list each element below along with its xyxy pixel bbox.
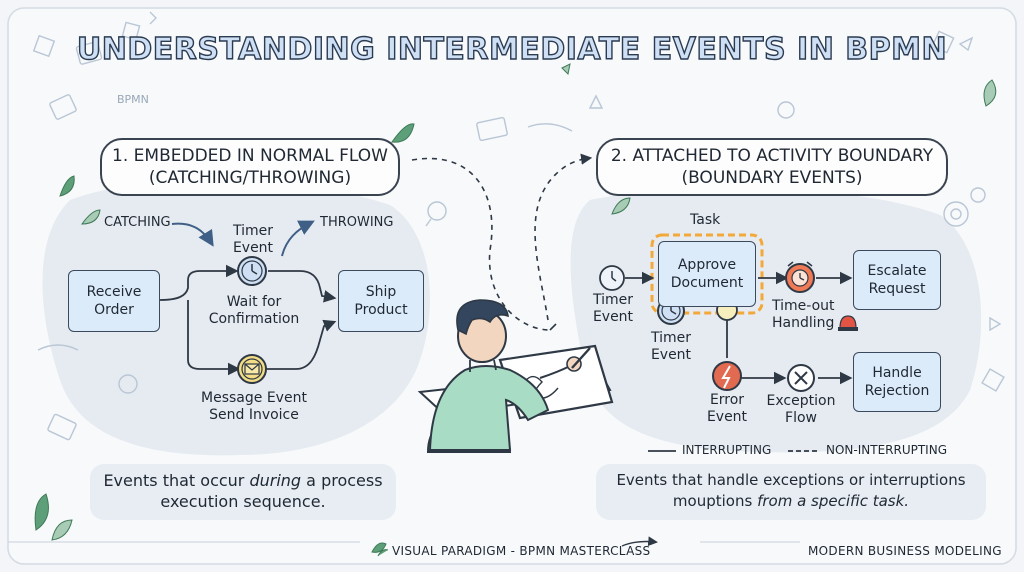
footer-left: VISUAL PARADIGM - BPMN MASTERCLASS xyxy=(392,544,651,558)
approve-document-label: Approve Document xyxy=(670,257,744,291)
summary-text: a process xyxy=(301,471,383,490)
timeout-line2: Handling xyxy=(772,315,835,331)
section1-heading-line1: 1. EMBEDDED IN NORMAL FLOW xyxy=(112,146,388,166)
summary-emphasis: from a specific task. xyxy=(757,492,910,510)
dashed-connector-left xyxy=(411,157,551,331)
handle-rejection-label: Handle Rejection xyxy=(864,365,930,399)
section2-summary-line2: mouptions from a specific task. xyxy=(596,491,986,512)
legend-non-interrupting-label: NON-INTERRUPTING xyxy=(826,443,947,457)
section1-summary: Events that occur during a process execu… xyxy=(90,464,396,520)
ship-product-label: Ship Product xyxy=(354,284,408,318)
exception-flow-icon xyxy=(787,364,815,392)
section2-summary-line1: Events that handle exceptions or interru… xyxy=(616,471,966,489)
section1-heading-line2: (CATCHING/THROWING) xyxy=(148,168,352,188)
section2-heading-line2: (BOUNDARY EVENTS) xyxy=(681,168,863,188)
wait-confirmation-label: Wait for Confirmation xyxy=(202,294,306,328)
escalate-request-label: Escalate Request xyxy=(867,263,927,297)
summary-text: Events that occur xyxy=(103,471,250,490)
message-event-label: Message Event Send Invoice xyxy=(196,390,312,424)
timer-start-line1: Timer xyxy=(592,292,634,308)
approve-document-task[interactable]: Approve Document xyxy=(658,241,756,307)
section1-flow-lines xyxy=(159,264,337,376)
footer-leaf-icon xyxy=(371,542,389,557)
footer-arrow-icon xyxy=(621,536,658,547)
section2-heading: 2. ATTACHED TO ACTIVITY BOUNDARY (BOUNDA… xyxy=(596,138,948,196)
wait-label-line2: Confirmation xyxy=(208,311,300,327)
error-event-label: Error Event xyxy=(700,392,754,426)
leaf-decorations xyxy=(34,63,997,541)
section1-summary-line2: execution sequence. xyxy=(160,492,326,511)
timer-event-icon xyxy=(237,256,267,286)
task-label: Task xyxy=(690,212,721,228)
leaf-icon xyxy=(983,79,997,107)
leaf-icon xyxy=(391,123,415,143)
exception-flow-label: Exception Flow xyxy=(766,393,836,427)
leaf-icon xyxy=(59,175,75,197)
wait-label-line1: Wait for xyxy=(226,294,282,310)
leaf-icon xyxy=(81,209,101,225)
person-illustration xyxy=(417,299,614,453)
timeout-line1: Time-out xyxy=(772,298,835,314)
leaf-icon xyxy=(34,493,49,531)
section1-summary-line1: Events that occur during a process xyxy=(90,470,396,491)
receive-order-label: Receive Order xyxy=(86,284,142,318)
ship-product-task[interactable]: Ship Product xyxy=(338,270,424,332)
page-title: UNDERSTANDING INTERMEDIATE EVENTS IN BPM… xyxy=(76,31,948,67)
siren-icon xyxy=(838,315,858,331)
boundary-timer-label: Timer Event xyxy=(646,330,696,364)
boundary-timer-line1: Timer xyxy=(650,330,692,346)
connector-tip xyxy=(549,323,557,331)
leaf-icon xyxy=(561,63,571,76)
footer-right: MODERN BUSINESS MODELING xyxy=(808,544,1002,558)
timer-start-event-label: Timer Event xyxy=(588,292,638,326)
throwing-label: THROWING xyxy=(320,215,394,230)
timeout-handling-label: Time-out Handling xyxy=(772,298,835,332)
exception-line2: Flow xyxy=(785,410,817,426)
dashed-connector-right xyxy=(534,153,593,321)
bpmn-watermark: BPMN xyxy=(117,93,149,106)
exception-line1: Exception xyxy=(766,393,836,409)
leaf-icon xyxy=(611,197,631,215)
left-blob xyxy=(42,179,430,456)
catching-label: CATCHING xyxy=(104,215,171,230)
message-label-line1: Message Event xyxy=(201,390,307,406)
timer-event-label: Timer Event xyxy=(222,223,284,257)
escalate-request-task[interactable]: Escalate Request xyxy=(853,250,941,310)
section2-summary: Events that handle exceptions or interru… xyxy=(596,464,986,520)
error-event-icon xyxy=(712,361,742,391)
leaf-icon xyxy=(51,519,73,541)
error-line1: Error xyxy=(709,392,745,408)
timer-start-line2: Event xyxy=(592,309,634,325)
timer-start-event-icon xyxy=(599,265,625,291)
catching-arrow xyxy=(171,222,214,247)
message-event-icon xyxy=(237,354,267,384)
alarm-clock-icon xyxy=(785,261,815,293)
boundary-timer-line2: Event xyxy=(650,347,692,363)
throwing-arrow xyxy=(281,220,315,257)
message-label-line2: Send Invoice xyxy=(209,407,299,423)
decorative-doodles xyxy=(32,11,1005,441)
section2-heading-line1: 2. ATTACHED TO ACTIVITY BOUNDARY xyxy=(610,146,934,166)
summary-text: mouptions xyxy=(672,492,758,510)
section1-heading: 1. EMBEDDED IN NORMAL FLOW (CATCHING/THR… xyxy=(100,138,400,196)
legend-interrupting-label: INTERRUPTING xyxy=(682,443,772,457)
handle-rejection-task[interactable]: Handle Rejection xyxy=(853,352,941,412)
receive-order-task[interactable]: Receive Order xyxy=(68,270,160,332)
summary-emphasis: during xyxy=(249,471,302,490)
error-line2: Event xyxy=(706,409,748,425)
section2-flow-lines xyxy=(625,271,853,385)
timer-event-label-line1: Timer xyxy=(232,223,274,239)
timer-event-label-line2: Event xyxy=(232,240,274,256)
